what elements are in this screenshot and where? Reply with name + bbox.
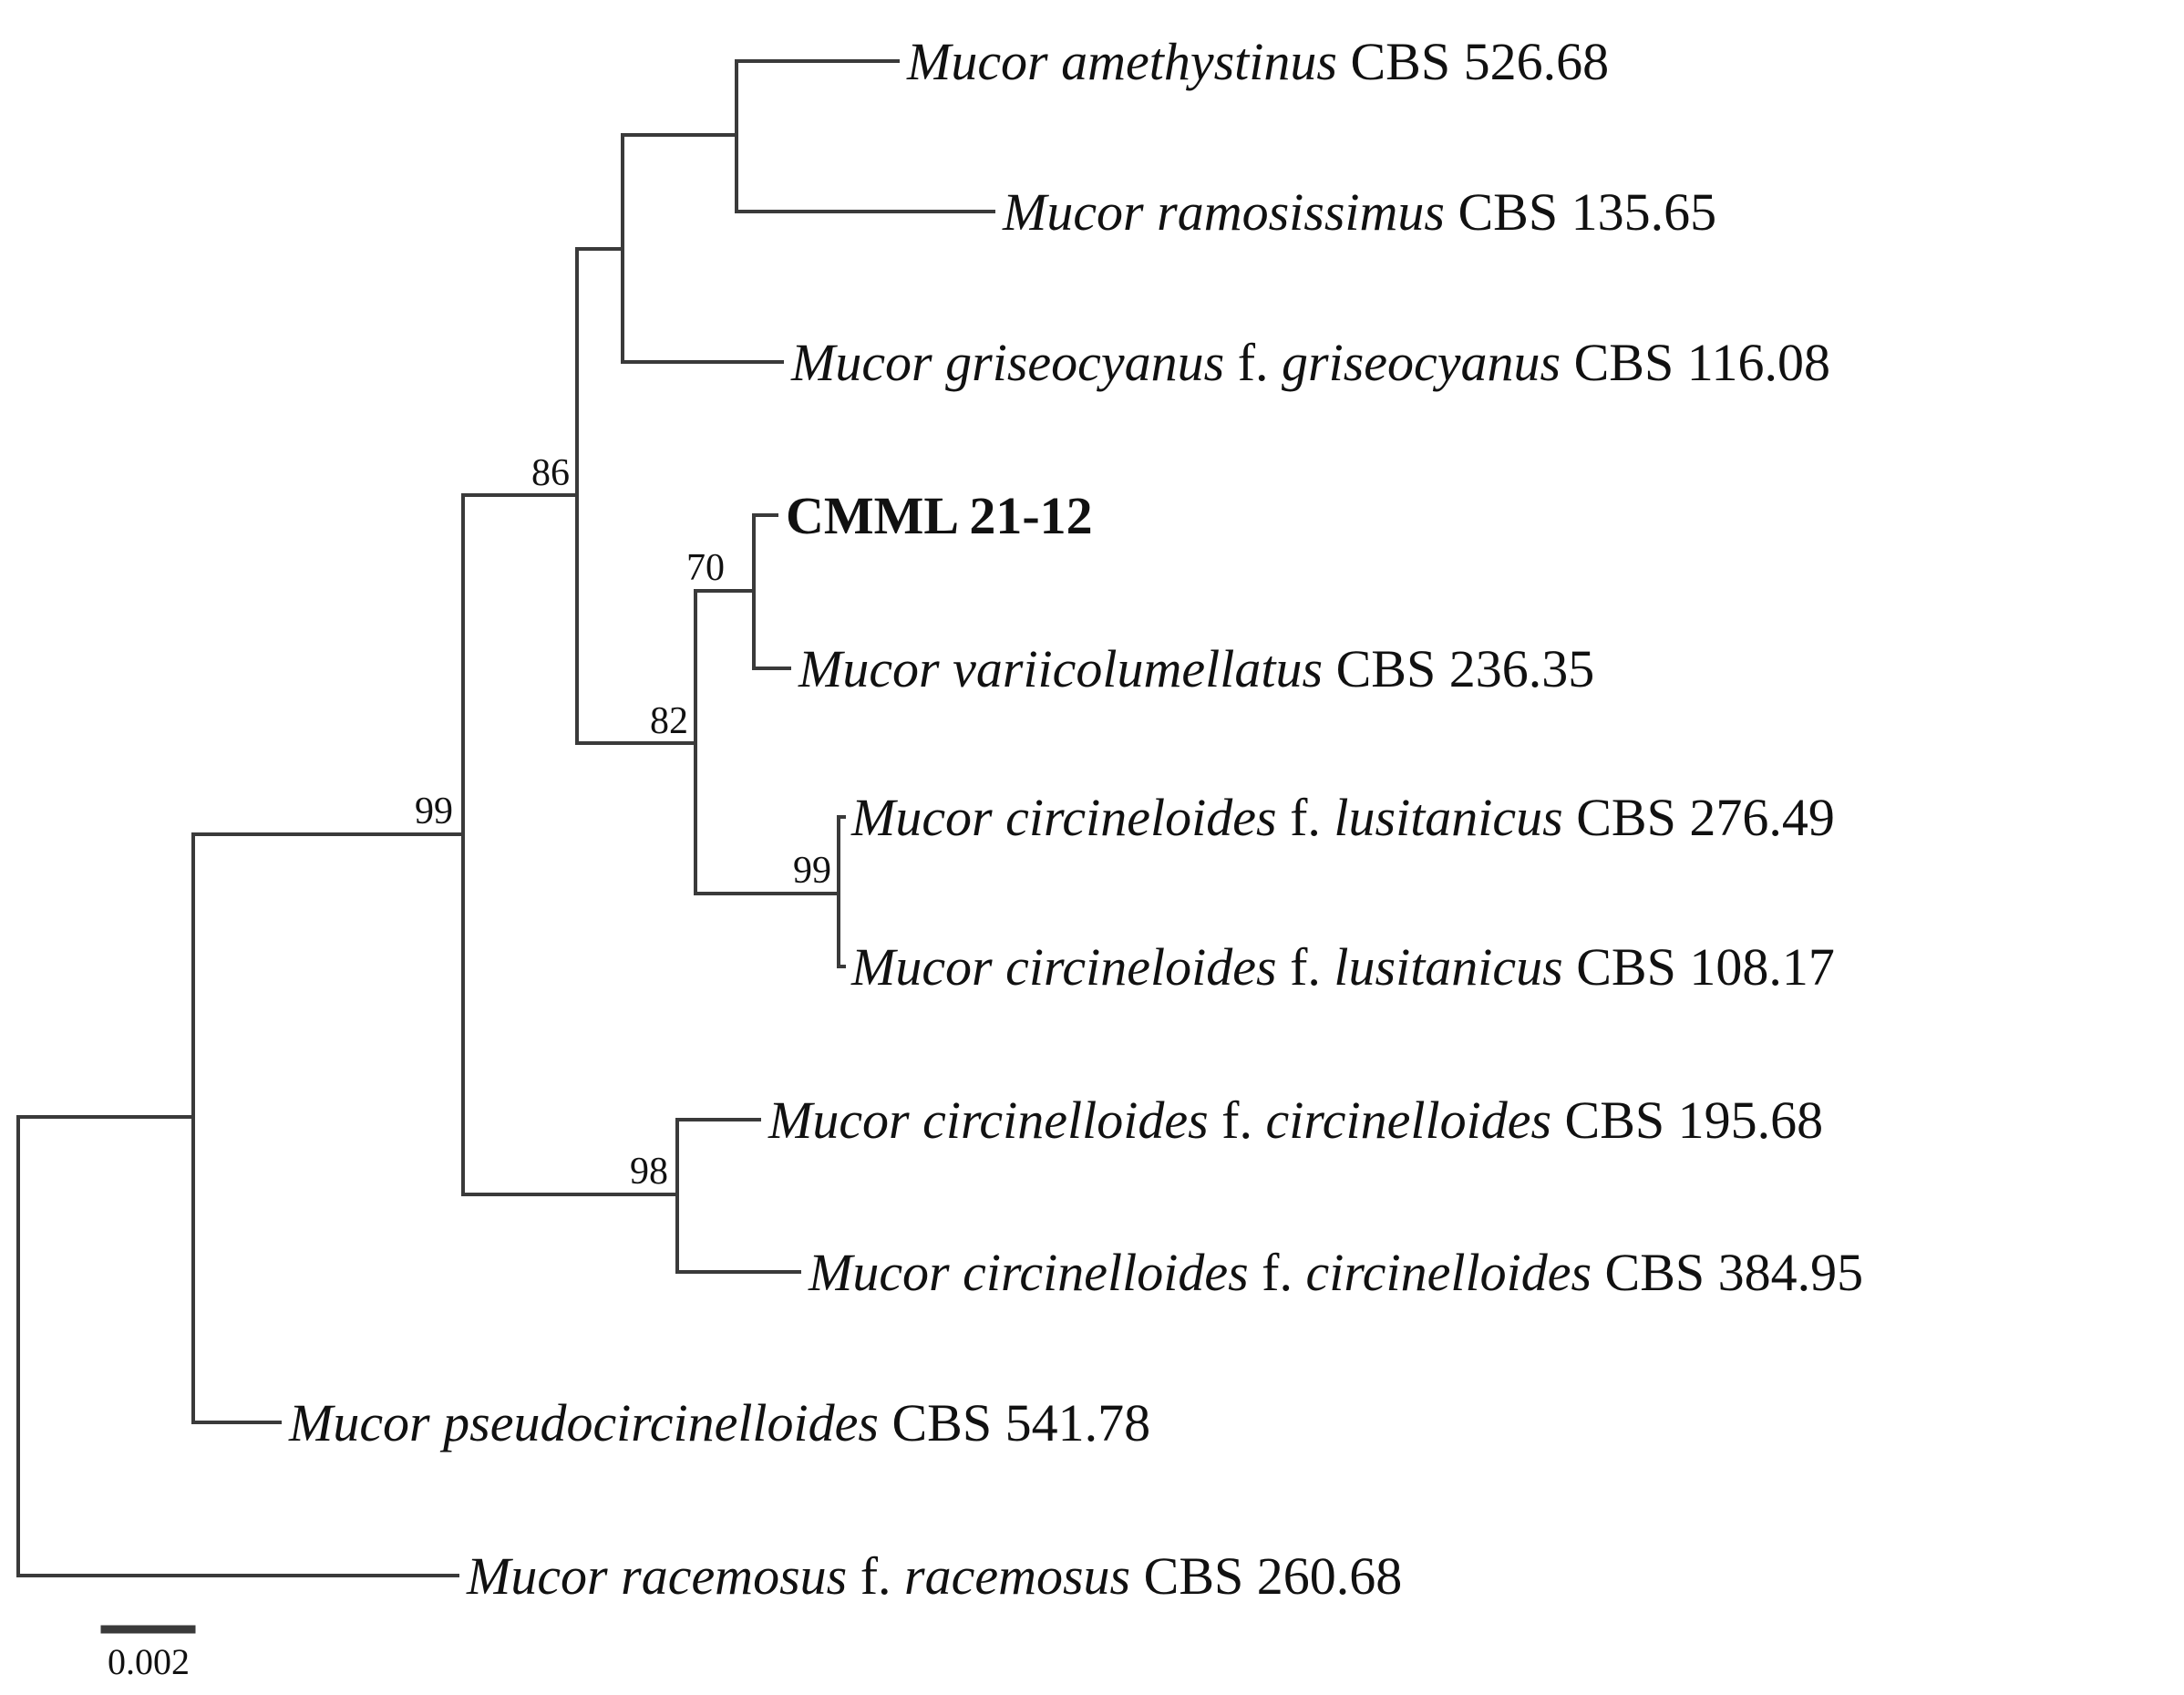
taxon-label-segment: Mucor ramosissimus	[1002, 182, 1445, 242]
support-value-3-99: 99	[415, 791, 453, 832]
taxon-label-segment: f.	[1224, 333, 1282, 392]
taxon-label-segment: CBS 195.68	[1551, 1090, 1823, 1150]
taxon-label-segment: circinelloides	[1306, 1243, 1592, 1302]
taxon-label-cmml-21-12: CMML 21-12	[786, 486, 1093, 545]
taxon-label-segment: Mucor circineloides	[850, 788, 1277, 847]
taxon-label-segment: CBS 236.35	[1323, 639, 1594, 698]
taxon-label-amethystinus: Mucor amethystinus CBS 526.68	[906, 32, 1609, 91]
taxon-label-segment: CBS 135.65	[1445, 182, 1716, 242]
taxon-label-segment: f.	[1209, 1090, 1266, 1150]
taxon-label-segment: CBS 108.17	[1563, 937, 1835, 997]
taxon-label-segment: Mucor circinelloides	[767, 1090, 1209, 1150]
taxon-label-circinelloides-384-95: Mucor circinelloides f. circinelloides C…	[808, 1243, 1863, 1302]
taxon-label-variicolumellatus: Mucor variicolumellatus CBS 236.35	[798, 639, 1594, 698]
taxon-label-segment: f.	[1277, 788, 1334, 847]
taxon-label-racemosus: Mucor racemosus f. racemosus CBS 260.68	[466, 1546, 1402, 1606]
taxon-label-segment: CBS 276.49	[1563, 788, 1835, 847]
taxon-label-segment: Mucor circineloides	[850, 937, 1277, 997]
taxon-label-segment: CBS 384.95	[1592, 1243, 1863, 1302]
taxon-label-segment: circinelloides	[1266, 1090, 1552, 1150]
support-value-0-86: 86	[531, 452, 570, 494]
taxon-label-segment: Mucor pseudocircinelloides	[288, 1393, 879, 1452]
taxon-label-segment: lusitanicus	[1334, 788, 1562, 847]
taxon-label-pseudocircinelloides: Mucor pseudocircinelloides CBS 541.78	[288, 1393, 1150, 1452]
taxon-label-segment: Mucor variicolumellatus	[798, 639, 1323, 698]
support-value-4-99: 99	[793, 850, 831, 892]
taxon-label-segment: f.	[1249, 1243, 1306, 1302]
taxon-label-segment: CBS 526.68	[1337, 32, 1609, 91]
taxon-label-griseocyanus: Mucor griseocyanus f. griseocyanus CBS 1…	[790, 333, 1830, 392]
taxon-label-segment: Mucor racemosus	[466, 1546, 847, 1606]
taxon-label-segment: CMML 21-12	[786, 486, 1093, 545]
taxon-label-segment: Mucor amethystinus	[906, 32, 1337, 91]
taxon-label-segment: f.	[1277, 937, 1334, 997]
taxon-label-lusitanicus-276-49: Mucor circineloides f. lusitanicus CBS 2…	[850, 788, 1835, 847]
taxon-label-segment: griseocyanus	[1282, 333, 1561, 392]
support-value-5-98: 98	[630, 1151, 668, 1193]
taxon-label-segment: CBS 541.78	[879, 1393, 1150, 1452]
taxon-label-segment: CBS 260.68	[1130, 1546, 1402, 1606]
taxon-label-segment: CBS 116.08	[1561, 333, 1830, 392]
taxon-label-segment: Mucor griseocyanus	[790, 333, 1224, 392]
taxon-label-lusitanicus-108-17: Mucor circineloides f. lusitanicus CBS 1…	[850, 937, 1835, 997]
taxon-label-circinelloides-195-68: Mucor circinelloides f. circinelloides C…	[767, 1090, 1823, 1150]
taxon-label-ramosissimus: Mucor ramosissimus CBS 135.65	[1002, 182, 1716, 242]
support-value-1-70: 70	[686, 547, 725, 589]
taxon-label-segment: lusitanicus	[1334, 937, 1562, 997]
scale-bar-label: 0.002	[108, 1641, 190, 1682]
taxon-label-segment: Mucor circinelloides	[808, 1243, 1249, 1302]
taxon-label-segment: f.	[847, 1546, 904, 1606]
support-value-2-82: 82	[650, 700, 688, 742]
taxon-label-segment: racemosus	[904, 1546, 1130, 1606]
